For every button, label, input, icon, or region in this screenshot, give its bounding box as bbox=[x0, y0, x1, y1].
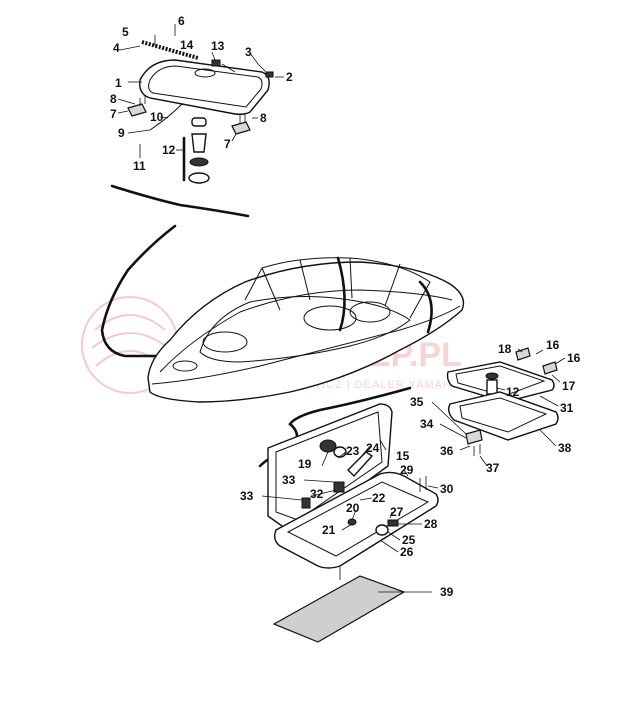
lid-latch-32 bbox=[333, 481, 345, 493]
callout-33-upper: 33 bbox=[282, 473, 296, 487]
callout-9: 9 bbox=[118, 126, 125, 140]
cockpit-opening bbox=[199, 295, 411, 363]
right-hatch-lid-inner bbox=[455, 365, 546, 397]
callout-16-left: 16 bbox=[546, 338, 560, 352]
callout-35: 35 bbox=[410, 395, 424, 409]
callout-17: 17 bbox=[562, 379, 576, 393]
lid-knob-23 bbox=[333, 446, 347, 458]
driver-seat bbox=[303, 305, 357, 331]
callout-2: 2 bbox=[286, 70, 293, 84]
hull-rub-rail bbox=[151, 305, 461, 385]
callout-38: 38 bbox=[558, 441, 572, 455]
right-hatch-frame-inner bbox=[459, 397, 548, 433]
callout-31: 31 bbox=[560, 401, 574, 415]
callout-22: 22 bbox=[372, 491, 386, 505]
callout-8-left: 8 bbox=[110, 92, 117, 106]
latch-knob bbox=[189, 157, 209, 167]
floor-mat bbox=[272, 575, 406, 643]
hatch-lid-inner bbox=[148, 65, 263, 108]
cockpit-cable bbox=[336, 256, 346, 332]
callout-7-right: 7 bbox=[224, 137, 231, 151]
right-hatch-latch-body bbox=[486, 379, 498, 395]
callout-23: 23 bbox=[346, 444, 360, 458]
callout-37: 37 bbox=[486, 461, 500, 475]
boat-hull bbox=[147, 256, 465, 403]
right-hinge-1 bbox=[515, 347, 531, 361]
callout-15: 15 bbox=[396, 449, 410, 463]
windshield-frames bbox=[261, 257, 401, 311]
lid-latch-33 bbox=[301, 497, 311, 509]
callout-13: 13 bbox=[211, 39, 225, 53]
latch-body bbox=[191, 133, 207, 153]
callout-6: 6 bbox=[178, 14, 185, 28]
callout-7-left: 7 bbox=[110, 107, 117, 121]
callout-20: 20 bbox=[346, 501, 360, 515]
tub-drain-25 bbox=[375, 524, 389, 536]
bow-hatch bbox=[172, 360, 198, 372]
callout-5: 5 bbox=[122, 25, 129, 39]
right-hatch-assembly bbox=[431, 347, 566, 467]
right-hinge-2 bbox=[542, 361, 558, 375]
hinge-left bbox=[127, 103, 147, 117]
callout-36: 36 bbox=[440, 444, 454, 458]
compartment-tub-inner bbox=[286, 481, 430, 557]
passenger-seat bbox=[349, 301, 391, 323]
right-hatch-lid bbox=[446, 361, 555, 403]
callout-29: 29 bbox=[400, 463, 414, 477]
callout-19: 19 bbox=[298, 457, 312, 471]
callout-21: 21 bbox=[322, 523, 336, 537]
callout-11: 11 bbox=[133, 159, 146, 173]
callout-34: 34 bbox=[420, 417, 434, 431]
hull-outline bbox=[147, 261, 465, 403]
callout-10: 10 bbox=[150, 110, 164, 124]
latch-cable-long bbox=[100, 184, 250, 358]
stern-cable bbox=[418, 280, 433, 334]
callout-27: 27 bbox=[390, 505, 404, 519]
latch-top bbox=[191, 117, 207, 127]
tub-clip-28 bbox=[387, 519, 399, 527]
part-2-clip bbox=[265, 71, 274, 78]
tub-screws-29 bbox=[419, 476, 427, 492]
callout-26: 26 bbox=[400, 545, 414, 559]
hatch-lid-hole bbox=[194, 68, 216, 78]
callout-12-right: 12 bbox=[506, 385, 520, 399]
callout-16-right: 16 bbox=[567, 351, 581, 365]
hatch-lid bbox=[139, 59, 270, 115]
callout-33-lower: 33 bbox=[240, 489, 254, 503]
callout-1: 1 bbox=[115, 76, 122, 90]
callout-25: 25 bbox=[402, 533, 416, 547]
callout-3: 3 bbox=[245, 45, 252, 59]
right-hatch-frame bbox=[447, 391, 559, 441]
callout-30: 30 bbox=[440, 482, 454, 496]
callout-8-right: 8 bbox=[260, 111, 267, 125]
callout-14: 14 bbox=[180, 38, 194, 52]
callout-4: 4 bbox=[113, 41, 120, 55]
compartment-tub bbox=[273, 471, 439, 569]
bow-seat bbox=[202, 331, 248, 353]
hinge-right bbox=[231, 121, 251, 135]
upper-hatch-assembly bbox=[117, 24, 284, 184]
right-hatch-latch-top bbox=[485, 372, 499, 380]
seal-strip bbox=[141, 40, 199, 60]
callout-28: 28 bbox=[424, 517, 438, 531]
callout-24: 24 bbox=[366, 441, 380, 455]
lower-hinge bbox=[465, 429, 483, 445]
callout-32: 32 bbox=[310, 487, 324, 501]
callout-12-upper: 12 bbox=[162, 143, 176, 157]
lid-knob-19 bbox=[319, 439, 337, 453]
latch-base bbox=[188, 172, 210, 184]
floor-mat-assembly bbox=[272, 566, 432, 643]
callout-39: 39 bbox=[440, 585, 454, 599]
part-13-block bbox=[211, 59, 221, 67]
callout-18: 18 bbox=[498, 342, 512, 356]
lower-compartment bbox=[261, 403, 439, 569]
